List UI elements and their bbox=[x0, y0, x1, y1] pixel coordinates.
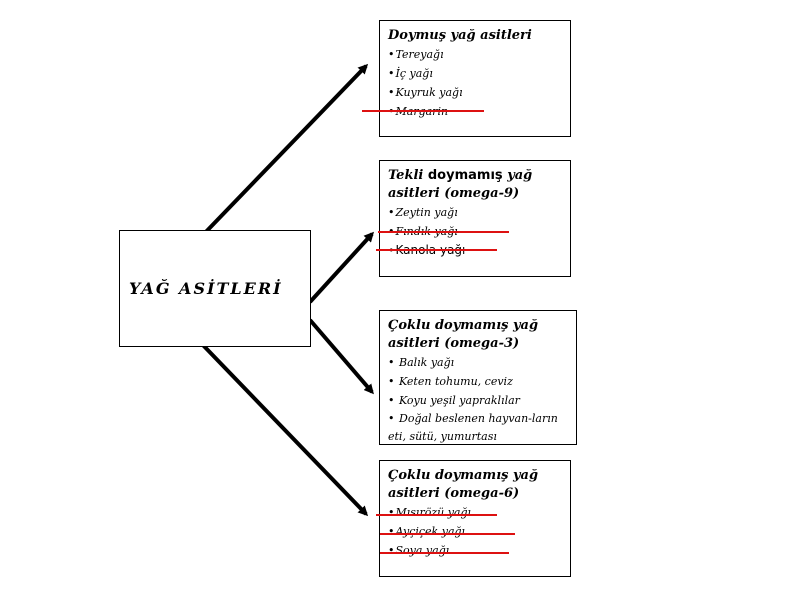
strike-line bbox=[380, 533, 515, 535]
list-item: • Doğal beslenen hayvan-ların eti, sütü,… bbox=[388, 412, 558, 443]
list-item: •Mısırözü yağı bbox=[388, 506, 472, 519]
main-box: YAĞ ASİTLERİ bbox=[119, 230, 311, 347]
arrow-to-omega9 bbox=[308, 231, 375, 304]
list-item: •Ayçiçek yağı bbox=[388, 525, 466, 538]
list-item: •Zeytin yağı bbox=[388, 206, 458, 219]
arrow-to-saturated bbox=[198, 63, 369, 240]
arrow-to-omega6 bbox=[198, 340, 369, 517]
category-omega9: Tekli doymamış yağ asitleri (omega-9) •Z… bbox=[379, 160, 571, 277]
strike-line bbox=[362, 110, 484, 112]
category-omega3: Çoklu doymamış yağ asitleri (omega-3) • … bbox=[379, 310, 577, 445]
category-saturated: Doymuş yağ asitleri •Tereyağı •İç yağı •… bbox=[379, 20, 571, 137]
category-title: Çoklu doymamış yağ asitleri (omega-3) bbox=[388, 318, 539, 351]
strike-line bbox=[380, 552, 509, 554]
category-title: Çoklu doymamış yağ asitleri (omega-6) bbox=[388, 468, 539, 501]
list-item: • Koyu yeşil yapraklılar bbox=[388, 394, 520, 407]
strike-line bbox=[376, 249, 497, 251]
category-title: Doymuş yağ asitleri bbox=[388, 28, 532, 43]
list-item: • Keten tohumu, ceviz bbox=[388, 375, 513, 388]
strike-line bbox=[376, 514, 497, 516]
list-item: •Soya yağı bbox=[388, 544, 450, 557]
category-title: Tekli doymamış yağ asitleri (omega-9) bbox=[388, 168, 533, 201]
list-item: • Balık yağı bbox=[388, 356, 455, 369]
arrow-to-omega3 bbox=[308, 318, 374, 395]
strike-line bbox=[378, 231, 509, 233]
main-title: YAĞ ASİTLERİ bbox=[129, 279, 283, 298]
list-item: •İç yağı bbox=[388, 67, 433, 80]
list-item: •Kuyruk yağı bbox=[388, 86, 463, 99]
list-item: •Tereyağı bbox=[388, 48, 444, 61]
category-omega6: Çoklu doymamış yağ asitleri (omega-6) •M… bbox=[379, 460, 571, 577]
